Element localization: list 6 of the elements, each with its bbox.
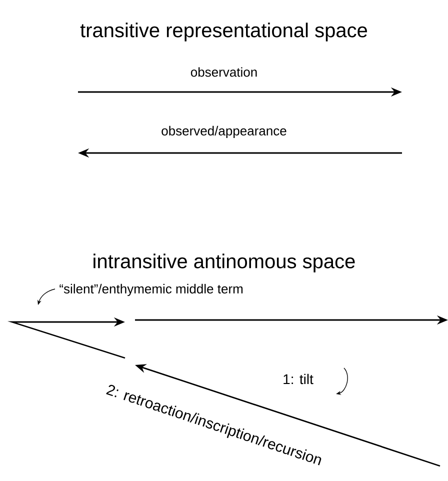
arrow-label: observed/appearance bbox=[162, 126, 286, 138]
heading: intransitive antinomous space bbox=[94, 254, 355, 272]
arrow-label: 1: tilt bbox=[284, 374, 314, 384]
arrow-label: “silent”/enthymemic middle term bbox=[60, 284, 243, 296]
arrow-label: observation bbox=[190, 67, 257, 77]
heading: transitive representational space bbox=[80, 22, 368, 42]
